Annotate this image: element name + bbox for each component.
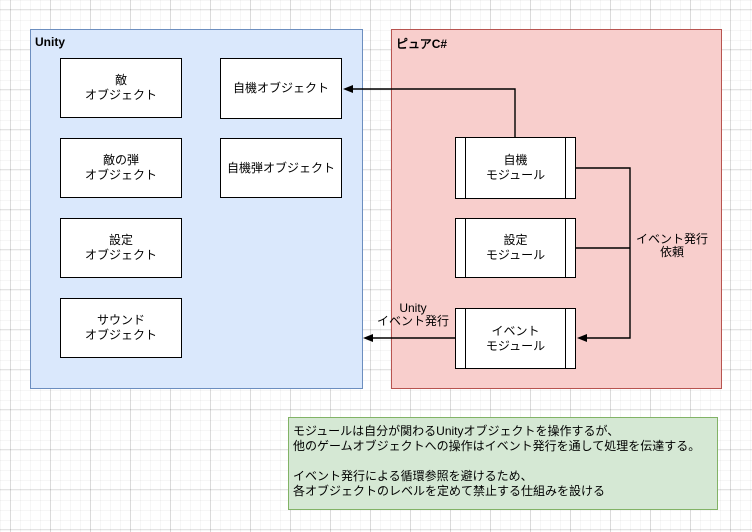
event-publish-request-label: イベント発行 依頼 [635, 232, 708, 259]
sound-object-node[interactable]: サウンド オブジェクト [60, 298, 182, 358]
enemy-bullet-object-node[interactable]: 敵の弾 オブジェクト [60, 138, 182, 198]
settings-module-node[interactable]: 設定 モジュール [455, 218, 576, 278]
player-bullet-object-node[interactable]: 自機弾オブジェクト [220, 138, 342, 198]
design-note[interactable]: モジュールは自分が関わるUnityオブジェクトを操作するが、 他のゲームオブジェ… [288, 417, 718, 510]
settings-module-label: 設定 モジュール [485, 233, 546, 262]
pure-csharp-region-title: ピュアC# [396, 37, 448, 51]
process-stripe-right [565, 138, 566, 198]
settings-object-node[interactable]: 設定 オブジェクト [60, 218, 182, 278]
event-module-label: イベント モジュール [485, 323, 546, 353]
process-stripe-left [465, 309, 466, 368]
process-stripe-right [565, 219, 566, 277]
event-module-node[interactable]: イベント モジュール [455, 308, 576, 369]
process-stripe-left [465, 138, 466, 198]
unity-event-publish-label: Unity イベント発行 [376, 301, 449, 328]
player-module-node[interactable]: 自機 モジュール [455, 137, 576, 199]
unity-region-title: Unity [35, 35, 65, 49]
arrowhead-left-icon [363, 334, 373, 342]
enemy-object-node[interactable]: 敵 オブジェクト [60, 58, 182, 118]
process-stripe-right [565, 309, 566, 368]
player-object-node[interactable]: 自機オブジェクト [220, 58, 342, 119]
player-module-label: 自機 モジュール [485, 153, 546, 182]
process-stripe-left [465, 219, 466, 277]
